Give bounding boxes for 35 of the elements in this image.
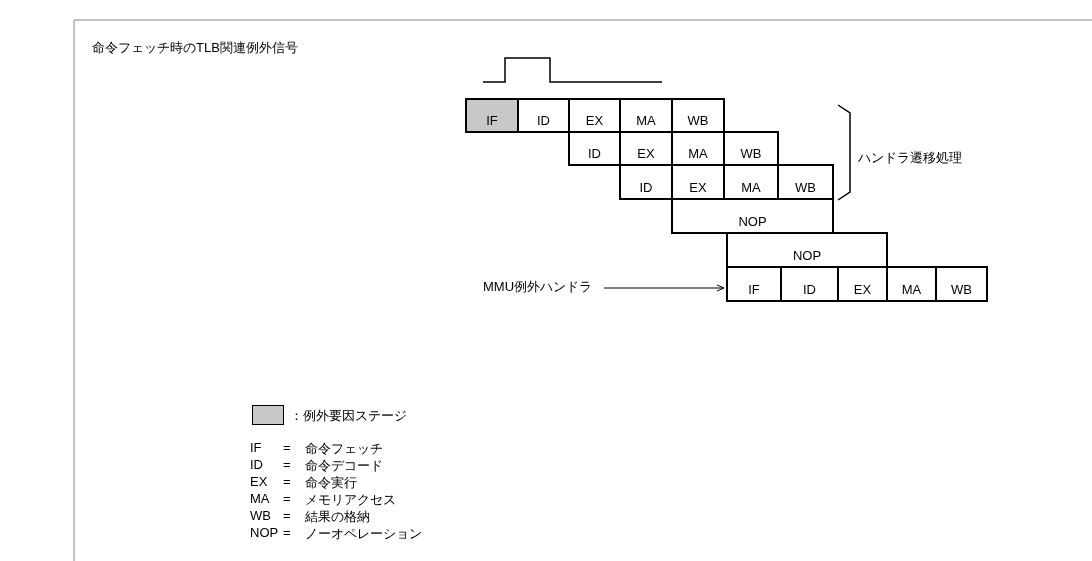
pipeline-stage-cell: IF xyxy=(726,266,782,302)
pipeline-stage-cell: WB xyxy=(935,266,988,302)
pipeline-stage-cell: WB xyxy=(777,164,834,200)
abbreviation-text: ID xyxy=(250,457,263,472)
abbreviation-text: EX xyxy=(250,474,268,489)
equals-sign: = xyxy=(283,525,291,540)
definition-text: ノーオペレーション xyxy=(305,525,422,543)
pipeline-stage-cell: ID xyxy=(568,131,621,166)
bracket-label: ハンドラ遷移処理 xyxy=(858,149,962,167)
equals-sign: = xyxy=(283,457,291,472)
equals-sign: = xyxy=(283,491,291,506)
definition-text: 命令フェッチ xyxy=(305,440,383,458)
diagram-title: 命令フェッチ時のTLB関連例外信号 xyxy=(92,39,298,57)
pipeline-stage-cell: MA xyxy=(886,266,937,302)
definition-text: 結果の格納 xyxy=(305,508,370,526)
equals-sign: = xyxy=(283,474,291,489)
handler-label: MMU例外ハンドラ xyxy=(483,278,593,296)
definition-text: メモリアクセス xyxy=(305,491,396,509)
pipeline-stage-cell: NOP xyxy=(726,232,888,268)
legend-text: ：例外要因ステージ xyxy=(290,407,407,425)
equals-sign: = xyxy=(283,440,291,455)
pipeline-stage-cell: NOP xyxy=(671,198,834,234)
pipeline-stage-cell: IF xyxy=(465,98,519,133)
pipeline-stage-cell: ID xyxy=(619,164,673,200)
arrow xyxy=(603,284,725,292)
abbreviation-text: NOP xyxy=(250,525,279,540)
pipeline-stage-cell: ID xyxy=(517,98,570,133)
abbreviation-text: MA xyxy=(250,491,270,506)
equals-sign: = xyxy=(283,508,291,523)
definition-text: 命令デコード xyxy=(305,457,383,475)
abbreviation-text: IF xyxy=(250,440,262,455)
pipeline-stage-cell: WB xyxy=(723,131,779,166)
pipeline-stage-cell: WB xyxy=(671,98,725,133)
definition-text: 命令実行 xyxy=(305,474,357,492)
abbreviation-text: WB xyxy=(250,508,271,523)
